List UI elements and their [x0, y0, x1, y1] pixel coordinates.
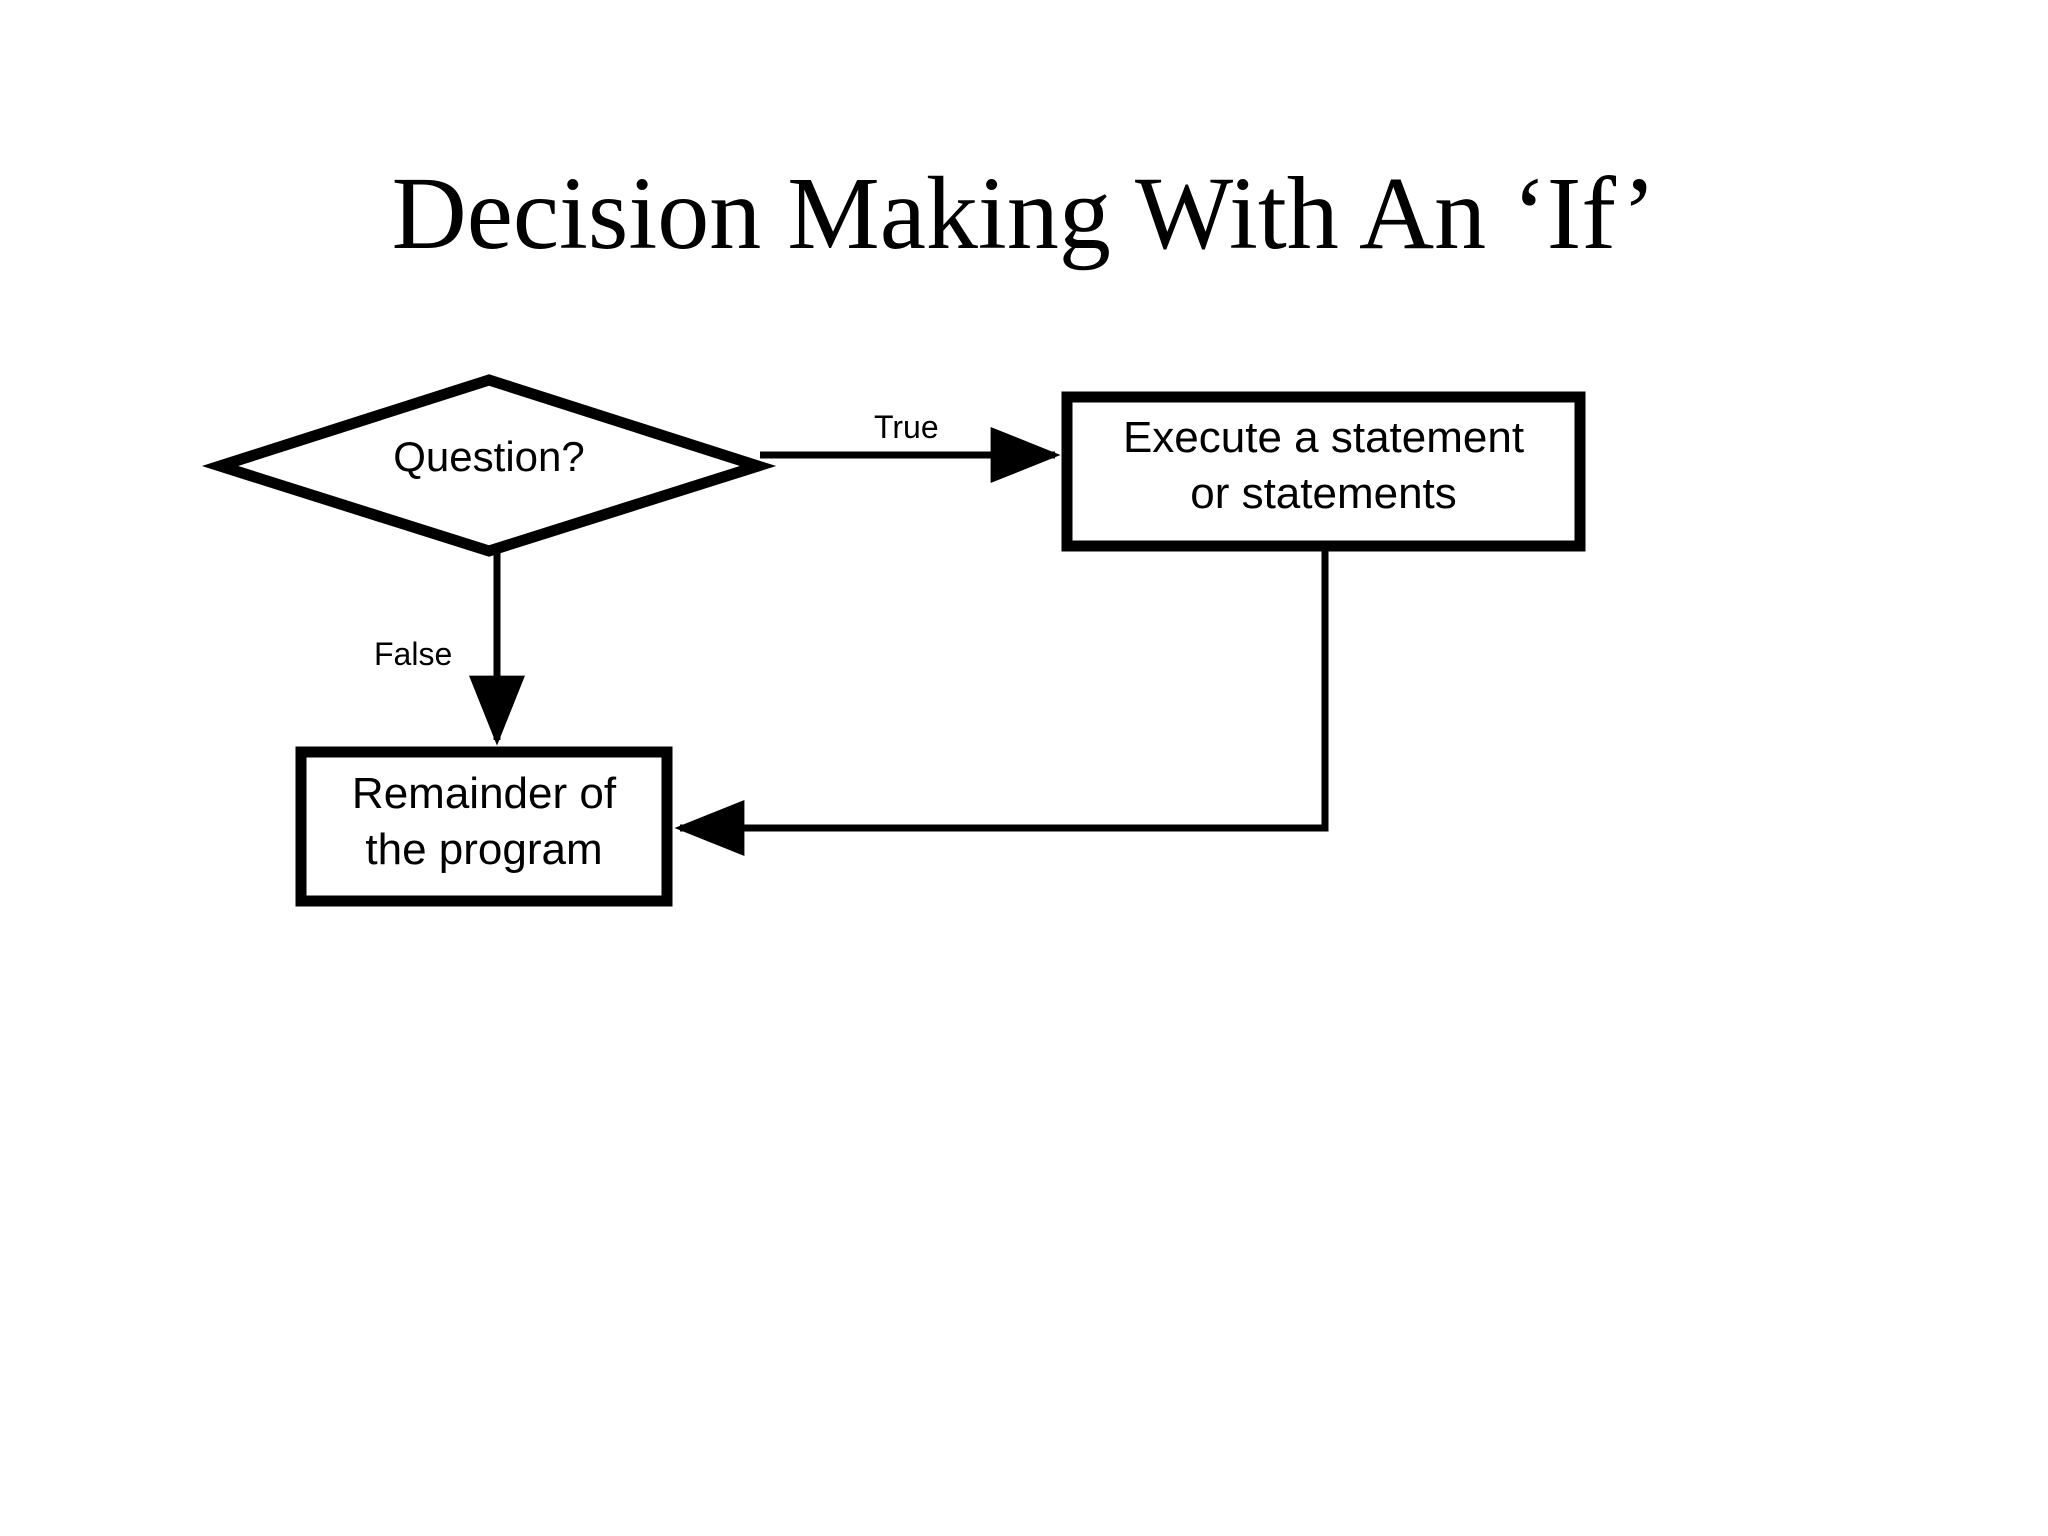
process-node-label: Execute a statement or statements — [1122, 413, 1525, 519]
decision-node-shape[interactable] — [201, 374, 777, 557]
end-node-shape[interactable] — [295, 746, 673, 907]
end-node-label: Remainder of the program — [351, 769, 617, 875]
page-title: Decision Making With An ‘If’ — [391, 155, 1657, 271]
decision-node-label: Question? — [393, 433, 585, 480]
edge-label-true: True — [874, 409, 939, 445]
edge-label-false: False — [374, 636, 453, 672]
edge-return-connector — [674, 551, 1329, 856]
process-node-shape[interactable] — [1061, 391, 1586, 552]
